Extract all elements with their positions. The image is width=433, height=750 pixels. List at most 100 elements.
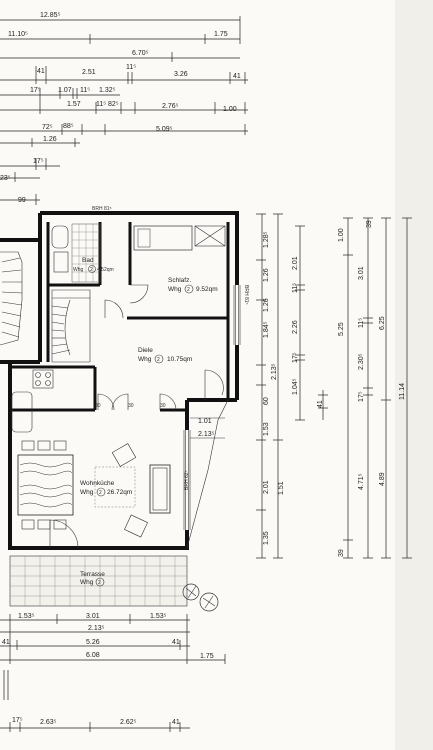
kitchen-sink-icon xyxy=(11,391,33,433)
label-1-01: 1.01 xyxy=(198,418,212,425)
bdim-2-13: 2.13⁵ xyxy=(88,625,105,632)
door-30-c: 30 xyxy=(160,403,166,409)
stairwell-left xyxy=(0,238,40,364)
brh-top-label: BRH 81⁵ xyxy=(92,206,112,212)
dim-2-76: 2.76⁵ xyxy=(162,103,179,110)
brh-right-label: BRH 81⁵ xyxy=(243,285,249,305)
dining-table-icon xyxy=(17,440,74,530)
paper-shadow xyxy=(395,0,433,750)
rdim-39-b: 39 xyxy=(366,220,373,228)
rdim-17-5-b: 17⁵ xyxy=(358,391,365,402)
rdim-4-71: 4.71⁵ xyxy=(358,473,365,490)
dim-1-07: 1.07 xyxy=(58,87,72,94)
unit-no-wohnkueche: 2 xyxy=(99,490,102,496)
bathroom-tiles xyxy=(51,223,226,283)
dim-41-b: 41 xyxy=(233,73,241,80)
dim-3-26: 3.26 xyxy=(174,71,188,78)
rdim-1-04: 1.04⁵ xyxy=(292,378,299,395)
rdim-3-01: 3.01 xyxy=(358,266,365,280)
dim-11-5-a: 11⁵ xyxy=(126,64,136,71)
room-name-wohnkueche: Wohnküche xyxy=(80,480,115,487)
dim-82-5: 82⁵ xyxy=(108,101,119,108)
room-area-bad: 4.52qm xyxy=(97,267,114,273)
dim-17-5-b: 17⁵ xyxy=(33,158,44,165)
bed-icon xyxy=(133,225,193,251)
rdim-11-14: 11.14 xyxy=(399,383,406,400)
dim-1-57: 1.57 xyxy=(67,101,81,108)
sink-icon xyxy=(53,251,69,273)
bdim-3-01: 3.01 xyxy=(86,613,100,620)
room-area-diele: 10.75qm xyxy=(167,356,192,363)
rdim-1-26-a: 1.26 xyxy=(263,268,270,282)
rdim-39-a: 39 xyxy=(338,549,345,557)
bdim-2-63: 2.63⁵ xyxy=(40,719,57,726)
rdim-2-30: 2.30⁵ xyxy=(358,353,365,370)
room-area-wohnkueche: 26.72qm xyxy=(107,489,132,496)
dim-11-5-b: 11⁵ xyxy=(80,87,90,94)
unit-no-bad: 2 xyxy=(90,267,93,273)
rdim-1-84: 1.84⁵ xyxy=(263,321,270,338)
dim-6-70: 6.70⁵ xyxy=(132,50,149,57)
bdim-1-75: 1.75 xyxy=(200,653,214,660)
terrace xyxy=(9,555,188,607)
exterior-walls xyxy=(8,211,241,550)
room-name-diele: Diele xyxy=(138,347,153,354)
rdim-4-89: 4.89 xyxy=(379,472,386,486)
rdim-17-5-a: 17⁵ xyxy=(292,352,299,363)
unit-label-diele: Whg xyxy=(138,356,152,363)
dim-12-85: 12.85⁵ xyxy=(40,12,61,19)
bdim-2-62: 2.62⁵ xyxy=(120,719,137,726)
rdim-1-51: 1.51 xyxy=(278,481,285,495)
rdim-2-01-a: 2.01 xyxy=(263,480,270,494)
room-name-bad: Bad xyxy=(82,257,94,264)
rdim-1-00: 1.00 xyxy=(338,228,345,242)
dim-11-5-c: 11⁵ xyxy=(96,101,106,108)
dim-2-51: 2.51 xyxy=(82,69,96,76)
stairs-icon xyxy=(51,289,91,363)
wardrobe-icon xyxy=(194,225,226,247)
rdim-60: 60 xyxy=(263,397,270,405)
dim-5-09: 5.09⁵ xyxy=(156,126,173,133)
toilet-icon xyxy=(51,225,69,249)
bdim-6-08: 6.08 xyxy=(86,652,100,659)
sofa-icon xyxy=(94,443,171,538)
dim-88-5: 88⁵ xyxy=(63,123,74,130)
interior-walls xyxy=(10,222,230,412)
bdim-41-b: 41 xyxy=(172,639,180,646)
unit-no-diele: 2 xyxy=(157,357,160,363)
rdim-11-5-a: 11⁵ xyxy=(292,283,299,293)
unit-no-schlafz: 2 xyxy=(187,287,190,293)
label-2-13: 2.13⁵ xyxy=(198,431,215,438)
dim-1-26: 1.26 xyxy=(43,136,57,143)
dim-1-32: 1.32⁵ xyxy=(99,87,116,94)
bdim-41-c: 41 xyxy=(172,719,180,726)
dim-17-5-a: 17⁵ xyxy=(30,87,41,94)
rdim-5-25: 5.25 xyxy=(338,322,345,336)
brh-bottom-label: BRH 62⁵ xyxy=(184,470,190,490)
dim-1-75: 1.75 xyxy=(214,31,228,38)
rdim-11-5-b: 11⁵ xyxy=(358,318,365,328)
rdim-1-53: 1.53 xyxy=(263,422,270,436)
rdim-1-35: 1.35 xyxy=(263,531,270,545)
dim-11-10: 11.10⁵ xyxy=(8,31,28,38)
dim-41-a: 41 xyxy=(37,68,45,75)
rdim-41: 41 xyxy=(317,400,324,408)
unit-label-bad: Whg xyxy=(73,267,84,273)
stove-icon xyxy=(32,369,54,389)
room-name-schlafz: Schlafz. xyxy=(168,277,191,284)
bdim-1-53-a: 1.53⁵ xyxy=(18,613,35,620)
rdim-1-26-b: 1.26 xyxy=(263,298,270,312)
right-dimension-chains: 1.28⁵ 1.26 1.26 1.84⁵ 60 1.53 2.01 1.35 … xyxy=(256,213,412,559)
bay-line xyxy=(186,399,229,549)
unit-label-wohnkueche: Whg xyxy=(80,489,94,496)
bdim-1-53-b: 1.53⁵ xyxy=(150,613,167,620)
rdim-1-28: 1.28⁵ xyxy=(263,231,270,248)
bdim-41-a: 41 xyxy=(2,639,10,646)
bdim-17-5: 17⁵ xyxy=(12,717,23,724)
kitchen-fixtures xyxy=(11,369,54,433)
room-name-terrasse: Terrasse xyxy=(80,571,105,578)
dim-1-00: 1.00 xyxy=(223,106,237,113)
rdim-2-01-b: 2.01 xyxy=(292,256,299,270)
